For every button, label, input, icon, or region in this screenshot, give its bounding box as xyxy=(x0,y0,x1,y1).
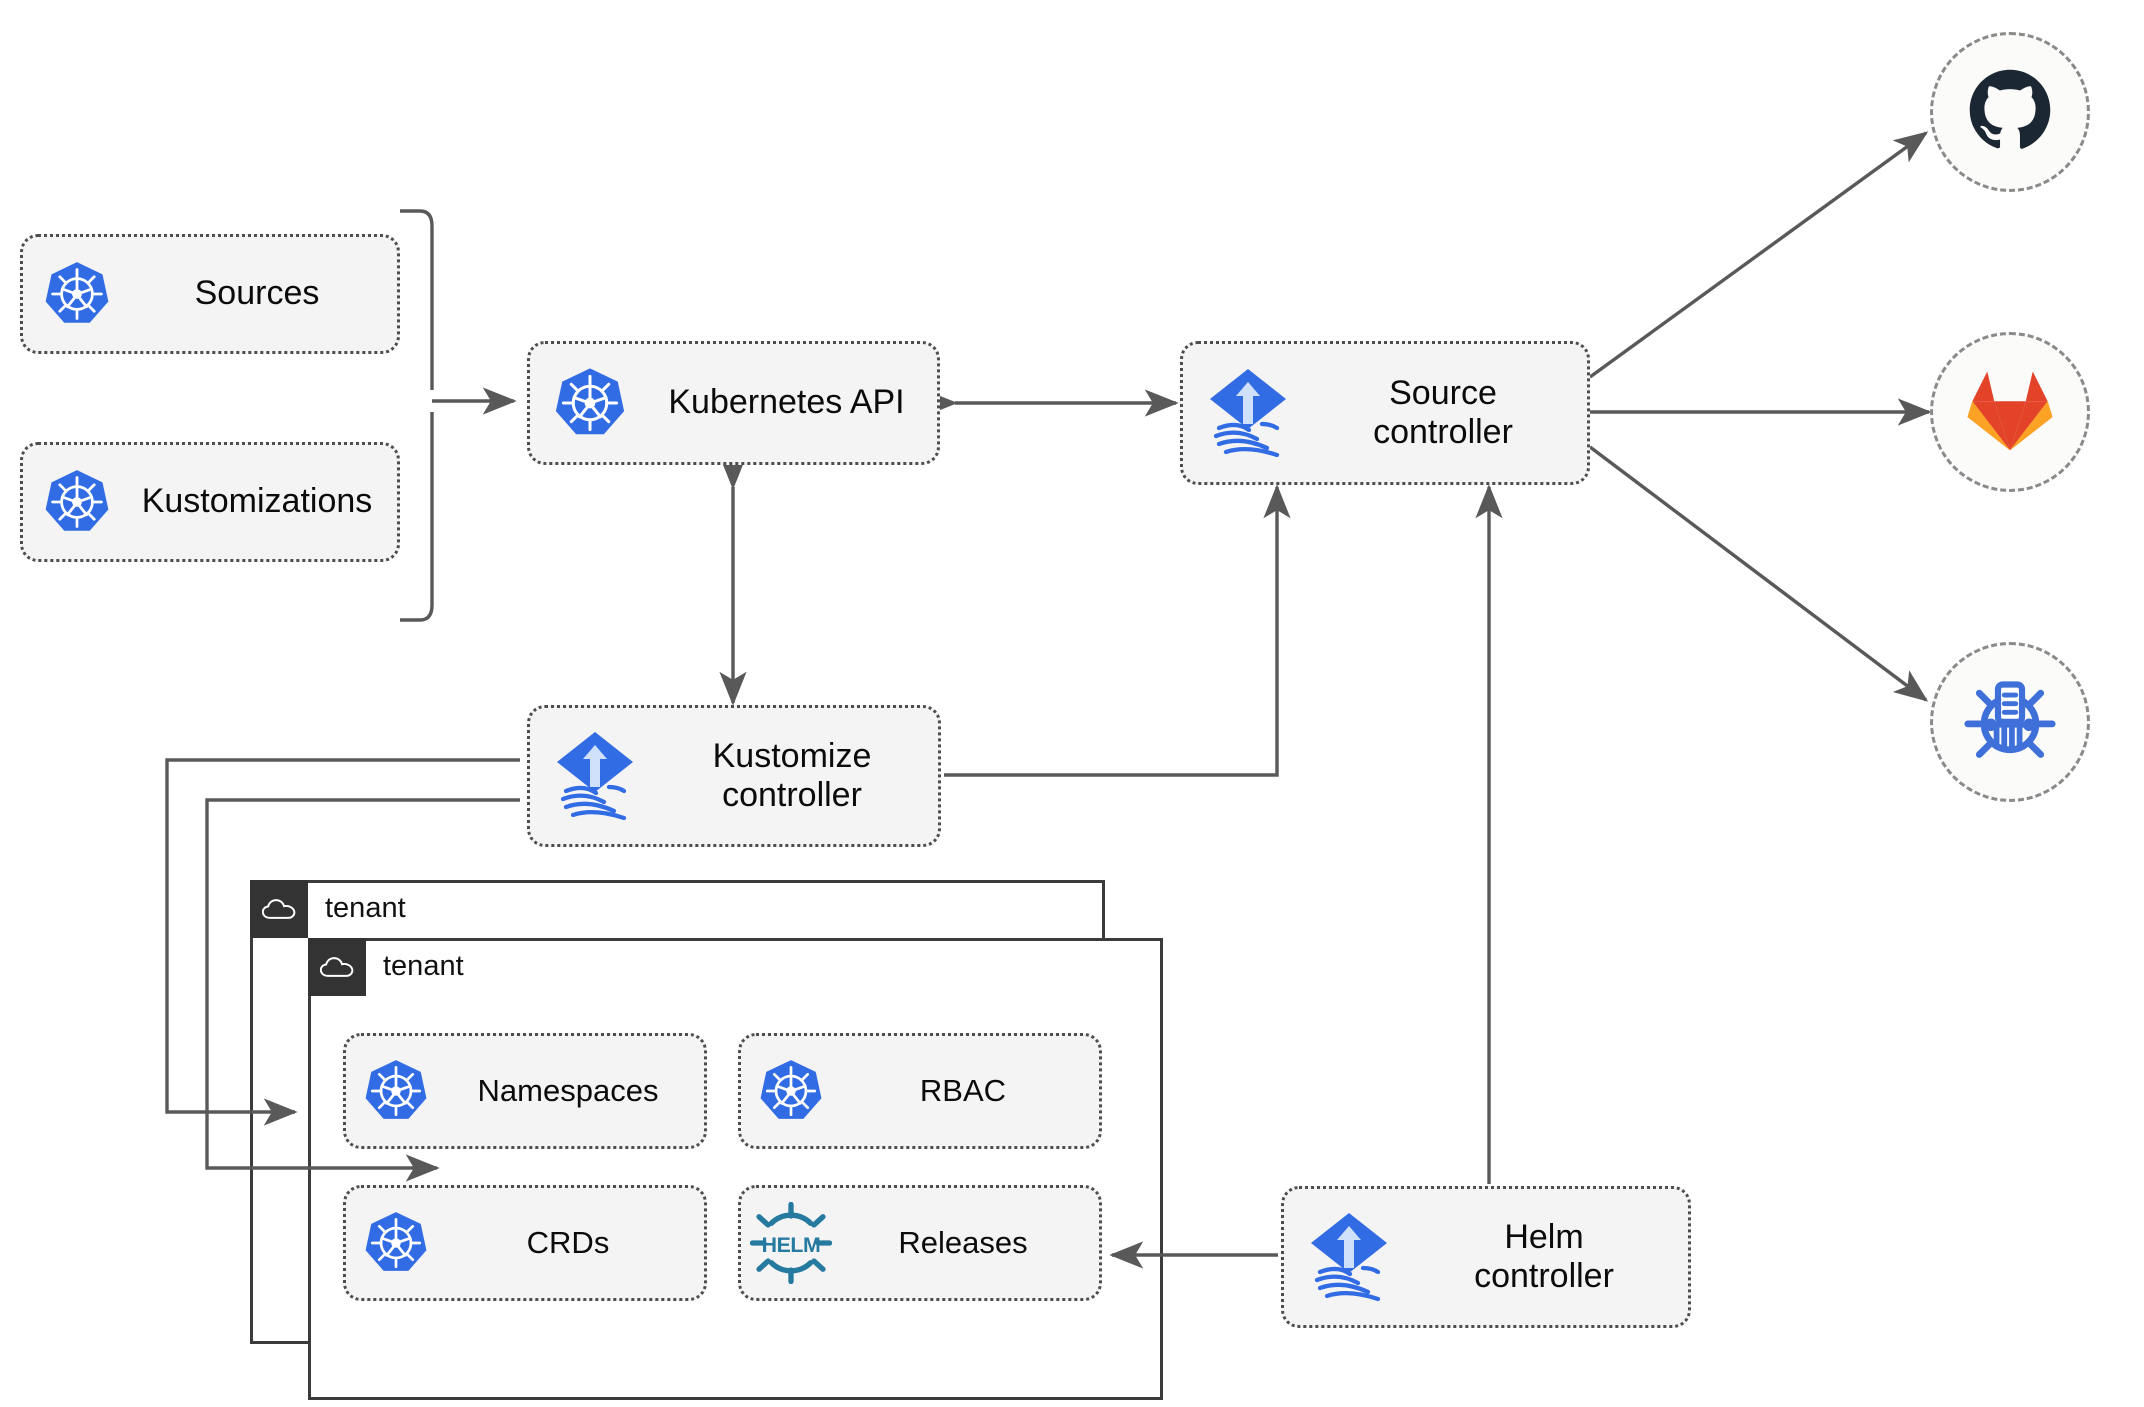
node-kubernetes-api[interactable]: Kubernetes API xyxy=(527,341,940,465)
node-label: Kustomize controller xyxy=(712,736,872,814)
wire-bracket-top xyxy=(400,209,434,390)
wire-bracket-bottom xyxy=(400,412,434,622)
cloud-icon xyxy=(250,880,308,938)
endpoint-helm-repository[interactable] xyxy=(1930,642,2090,802)
node-label: Source controller xyxy=(1373,373,1513,451)
node-label: Sources xyxy=(194,274,320,313)
flux-icon xyxy=(530,729,660,823)
node-kustomize-controller[interactable]: Kustomize controller xyxy=(527,705,941,847)
node-label: Kubernetes API xyxy=(668,383,905,422)
node-rbac[interactable]: RBAC xyxy=(738,1033,1102,1149)
kubernetes-icon xyxy=(530,366,650,440)
node-label: Kustomizations xyxy=(141,482,373,521)
kubernetes-icon xyxy=(346,1210,446,1276)
node-label: Releases xyxy=(898,1225,1028,1261)
node-label: Namespaces xyxy=(477,1073,659,1109)
helm-repository-icon xyxy=(1962,672,2058,773)
diagram-title: Flux GitOps multi-tenancy architecture xyxy=(0,0,1,1)
tenant-box-front[interactable]: tenant xyxy=(308,938,1163,1400)
github-icon xyxy=(1964,64,2056,161)
node-sources[interactable]: Sources xyxy=(20,234,400,354)
node-kustomizations[interactable]: Kustomizations xyxy=(20,442,400,562)
cloud-icon xyxy=(308,938,366,996)
wire-source-to-github xyxy=(1589,131,1929,379)
endpoint-gitlab[interactable] xyxy=(1930,332,2090,492)
wire-kustomize-to-source xyxy=(944,484,1291,777)
svg-text:HELM: HELM xyxy=(762,1233,821,1257)
node-label: CRDs xyxy=(526,1225,610,1261)
tenant-label: tenant xyxy=(325,892,406,924)
kubernetes-icon xyxy=(23,260,131,328)
node-source-controller[interactable]: Source controller xyxy=(1180,341,1590,485)
node-label: RBAC xyxy=(919,1073,1007,1109)
wire-source-to-helmrepo xyxy=(1588,445,1929,702)
node-crds[interactable]: CRDs xyxy=(343,1185,707,1301)
tenant-label: tenant xyxy=(383,950,464,982)
flux-icon xyxy=(1284,1210,1414,1304)
gitlab-icon xyxy=(1966,368,2054,457)
node-helm-controller[interactable]: Helm controller xyxy=(1281,1186,1691,1328)
node-namespaces[interactable]: Namespaces xyxy=(343,1033,707,1149)
kubernetes-icon xyxy=(741,1058,841,1124)
kubernetes-icon xyxy=(346,1058,446,1124)
kubernetes-icon xyxy=(23,468,131,536)
helm-icon: HELM xyxy=(741,1202,841,1284)
endpoint-github[interactable] xyxy=(1930,32,2090,192)
flux-icon xyxy=(1183,366,1313,460)
node-label: Helm controller xyxy=(1474,1217,1614,1295)
node-releases[interactable]: HELM Releases xyxy=(738,1185,1102,1301)
